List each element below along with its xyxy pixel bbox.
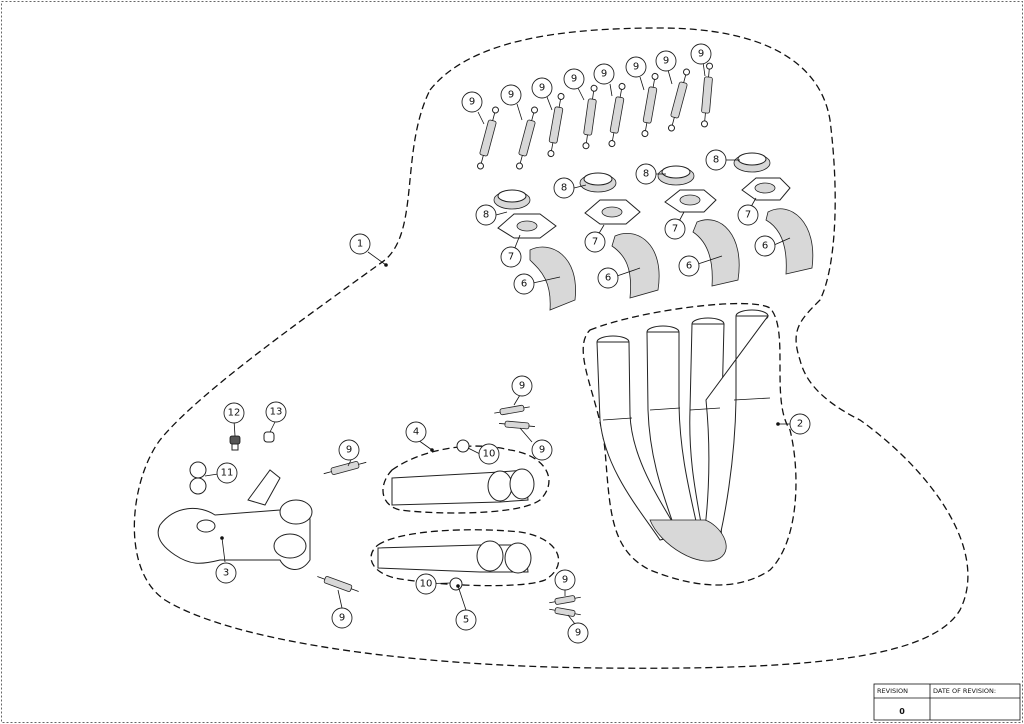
balloon-9: 9 [690, 43, 712, 65]
svg-text:6: 6 [605, 273, 611, 284]
balloon-8: 8 [553, 177, 575, 199]
spring-row-top [476, 62, 714, 170]
balloon-8: 8 [475, 204, 497, 226]
balloon-9: 9 [563, 68, 585, 90]
svg-text:10: 10 [420, 579, 433, 590]
svg-text:9: 9 [698, 49, 704, 60]
balloon-9: 9 [567, 622, 589, 644]
balloon-11: 11 [216, 462, 238, 484]
balloon-9: 9 [338, 439, 360, 461]
svg-text:4: 4 [413, 427, 419, 438]
collector-mid-pipe [157, 469, 313, 570]
svg-text:2: 2 [797, 419, 803, 430]
svg-text:6: 6 [521, 279, 527, 290]
svg-text:1: 1 [357, 239, 363, 250]
balloon-8: 8 [705, 149, 727, 171]
svg-text:6: 6 [686, 261, 692, 272]
svg-text:9: 9 [469, 97, 475, 108]
balloon-9: 9 [593, 63, 615, 85]
balloon-9: 9 [554, 569, 576, 591]
svg-text:8: 8 [483, 210, 489, 221]
balloon-4: 4 [405, 421, 427, 443]
balloon-9: 9 [531, 77, 553, 99]
revision-value: 0 [899, 707, 905, 716]
balloon-9: 9 [655, 50, 677, 72]
part-balloons: 1 2 3 4 5 6 6 6 6 7 7 7 7 8 8 8 8 9 9 9 … [215, 43, 811, 644]
balloon-9: 9 [531, 439, 553, 461]
date-of-revision-header: DATE OF REVISION: [933, 687, 996, 695]
balloon-9: 9 [511, 375, 533, 397]
balloon-6: 6 [754, 235, 776, 257]
group-4-outline [382, 445, 550, 514]
balloon-8: 8 [635, 163, 657, 185]
headers-group-outline [582, 302, 797, 586]
svg-text:9: 9 [539, 445, 545, 456]
balloon-6: 6 [513, 273, 535, 295]
svg-text:9: 9 [562, 575, 568, 586]
balloon-2: 2 [789, 413, 811, 435]
svg-text:9: 9 [339, 613, 345, 624]
svg-text:8: 8 [643, 169, 649, 180]
link-pipe-4 [391, 439, 535, 506]
svg-text:9: 9 [601, 69, 607, 80]
exhaust-headers [596, 309, 771, 562]
svg-text:9: 9 [346, 445, 352, 456]
balloon-7: 7 [500, 246, 522, 268]
assembly-outline [133, 27, 969, 669]
balloon-7: 7 [664, 218, 686, 240]
balloon-9: 9 [461, 91, 483, 113]
svg-text:5: 5 [463, 615, 469, 626]
svg-text:8: 8 [713, 155, 719, 166]
svg-text:9: 9 [508, 90, 514, 101]
revision-block: REVISION DATE OF REVISION: 0 [873, 683, 1021, 721]
balloon-13: 13 [265, 401, 287, 423]
svg-text:9: 9 [519, 381, 525, 392]
balloon-9: 9 [625, 56, 647, 78]
balloon-10: 10 [415, 573, 437, 595]
group-5-outline [370, 529, 560, 587]
svg-text:11: 11 [221, 468, 234, 479]
svg-text:7: 7 [592, 237, 598, 248]
svg-text:6: 6 [762, 241, 768, 252]
balloon-6: 6 [678, 255, 700, 277]
svg-text:9: 9 [539, 83, 545, 94]
revision-header: REVISION [877, 687, 908, 695]
link-pipe-5 [377, 540, 532, 591]
svg-text:7: 7 [508, 252, 514, 263]
svg-text:9: 9 [663, 56, 669, 67]
balloon-9: 9 [500, 84, 522, 106]
balloon-10: 10 [478, 443, 500, 465]
svg-text:9: 9 [571, 74, 577, 85]
svg-text:9: 9 [633, 62, 639, 73]
balloon-5: 5 [455, 609, 477, 631]
svg-text:12: 12 [228, 408, 241, 419]
svg-text:13: 13 [270, 407, 283, 418]
balloon-7: 7 [584, 231, 606, 253]
leader-lines [204, 61, 791, 625]
collector-flange-row [493, 152, 814, 311]
svg-text:10: 10 [483, 449, 496, 460]
balloon-7: 7 [737, 204, 759, 226]
spring-group-loose [317, 404, 581, 617]
balloon-9: 9 [331, 607, 353, 629]
balloon-3: 3 [215, 562, 237, 584]
svg-text:9: 9 [575, 628, 581, 639]
svg-text:7: 7 [672, 224, 678, 235]
svg-text:8: 8 [561, 183, 567, 194]
fastener-hardware [189, 431, 275, 495]
balloon-6: 6 [597, 267, 619, 289]
svg-text:3: 3 [223, 568, 229, 579]
balloon-12: 12 [223, 402, 245, 424]
svg-text:7: 7 [745, 210, 751, 221]
balloon-1: 1 [349, 233, 371, 255]
